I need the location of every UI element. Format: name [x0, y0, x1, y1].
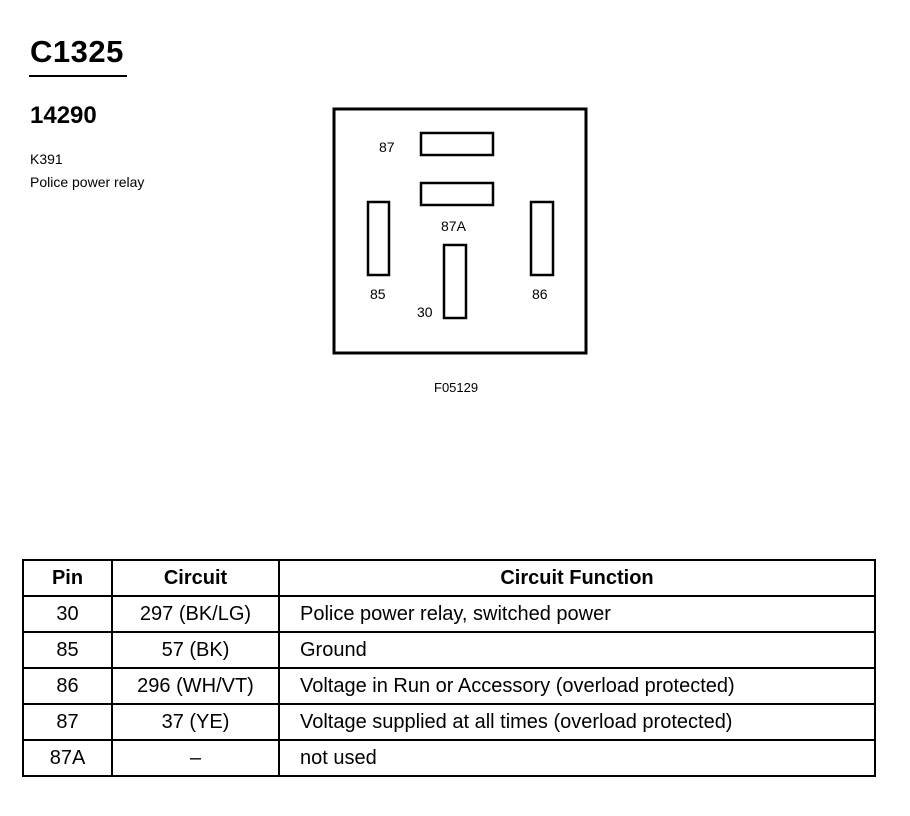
function-cell: Police power relay, switched power: [278, 595, 876, 633]
function-cell: Voltage supplied at all times (overload …: [278, 703, 876, 741]
relay-housing: [332, 107, 588, 355]
table-row: 30 297 (BK/LG) Police power relay, switc…: [22, 595, 876, 633]
circuit-cell: 57 (BK): [111, 631, 280, 669]
connector-id: C1325: [30, 34, 124, 69]
header-circuit-function: Circuit Function: [278, 559, 876, 597]
terminal-30-label: 30: [417, 304, 433, 320]
terminal-86-label: 86: [532, 286, 548, 302]
terminal-87a-label: 87A: [441, 218, 467, 234]
pin-cell: 30: [22, 595, 113, 633]
circuit-cell: 37 (YE): [111, 703, 280, 741]
pin-cell: 87: [22, 703, 113, 741]
part-number: 14290: [30, 102, 97, 129]
relay-connector-diagram: 87 87A 85 30 86: [332, 107, 588, 355]
terminal-87-label: 87: [379, 139, 395, 155]
terminal-87a-slot: [419, 181, 495, 207]
function-cell: Voltage in Run or Accessory (overload pr…: [278, 667, 876, 705]
pin-cell: 86: [22, 667, 113, 705]
figure-id: F05129: [434, 380, 479, 395]
function-cell: not used: [278, 739, 876, 777]
connector-id-underline: [29, 75, 127, 77]
circuit-cell: –: [111, 739, 280, 777]
circuit-cell: 297 (BK/LG): [111, 595, 280, 633]
function-cell: Ground: [278, 631, 876, 669]
terminal-85-slot: [366, 200, 391, 277]
table-row: 86 296 (WH/VT) Voltage in Run or Accesso…: [22, 667, 876, 705]
table-header-row: Pin Circuit Circuit Function: [22, 559, 876, 597]
header-circuit: Circuit: [111, 559, 280, 597]
component-name: Police power relay: [30, 174, 145, 190]
pin-cell: 85: [22, 631, 113, 669]
terminal-85-label: 85: [370, 286, 386, 302]
header-pin: Pin: [22, 559, 113, 597]
table-row: 87 37 (YE) Voltage supplied at all times…: [22, 703, 876, 741]
pin-table: Pin Circuit Circuit Function 30 297 (BK/…: [22, 559, 876, 777]
circuit-cell: 296 (WH/VT): [111, 667, 280, 705]
terminal-87-slot: [419, 131, 495, 157]
terminal-30-slot: [442, 243, 468, 320]
table-row: 85 57 (BK) Ground: [22, 631, 876, 669]
terminal-86-slot: [529, 200, 555, 277]
table-row: 87A – not used: [22, 739, 876, 777]
pin-cell: 87A: [22, 739, 113, 777]
component-ref: K391: [30, 151, 63, 167]
